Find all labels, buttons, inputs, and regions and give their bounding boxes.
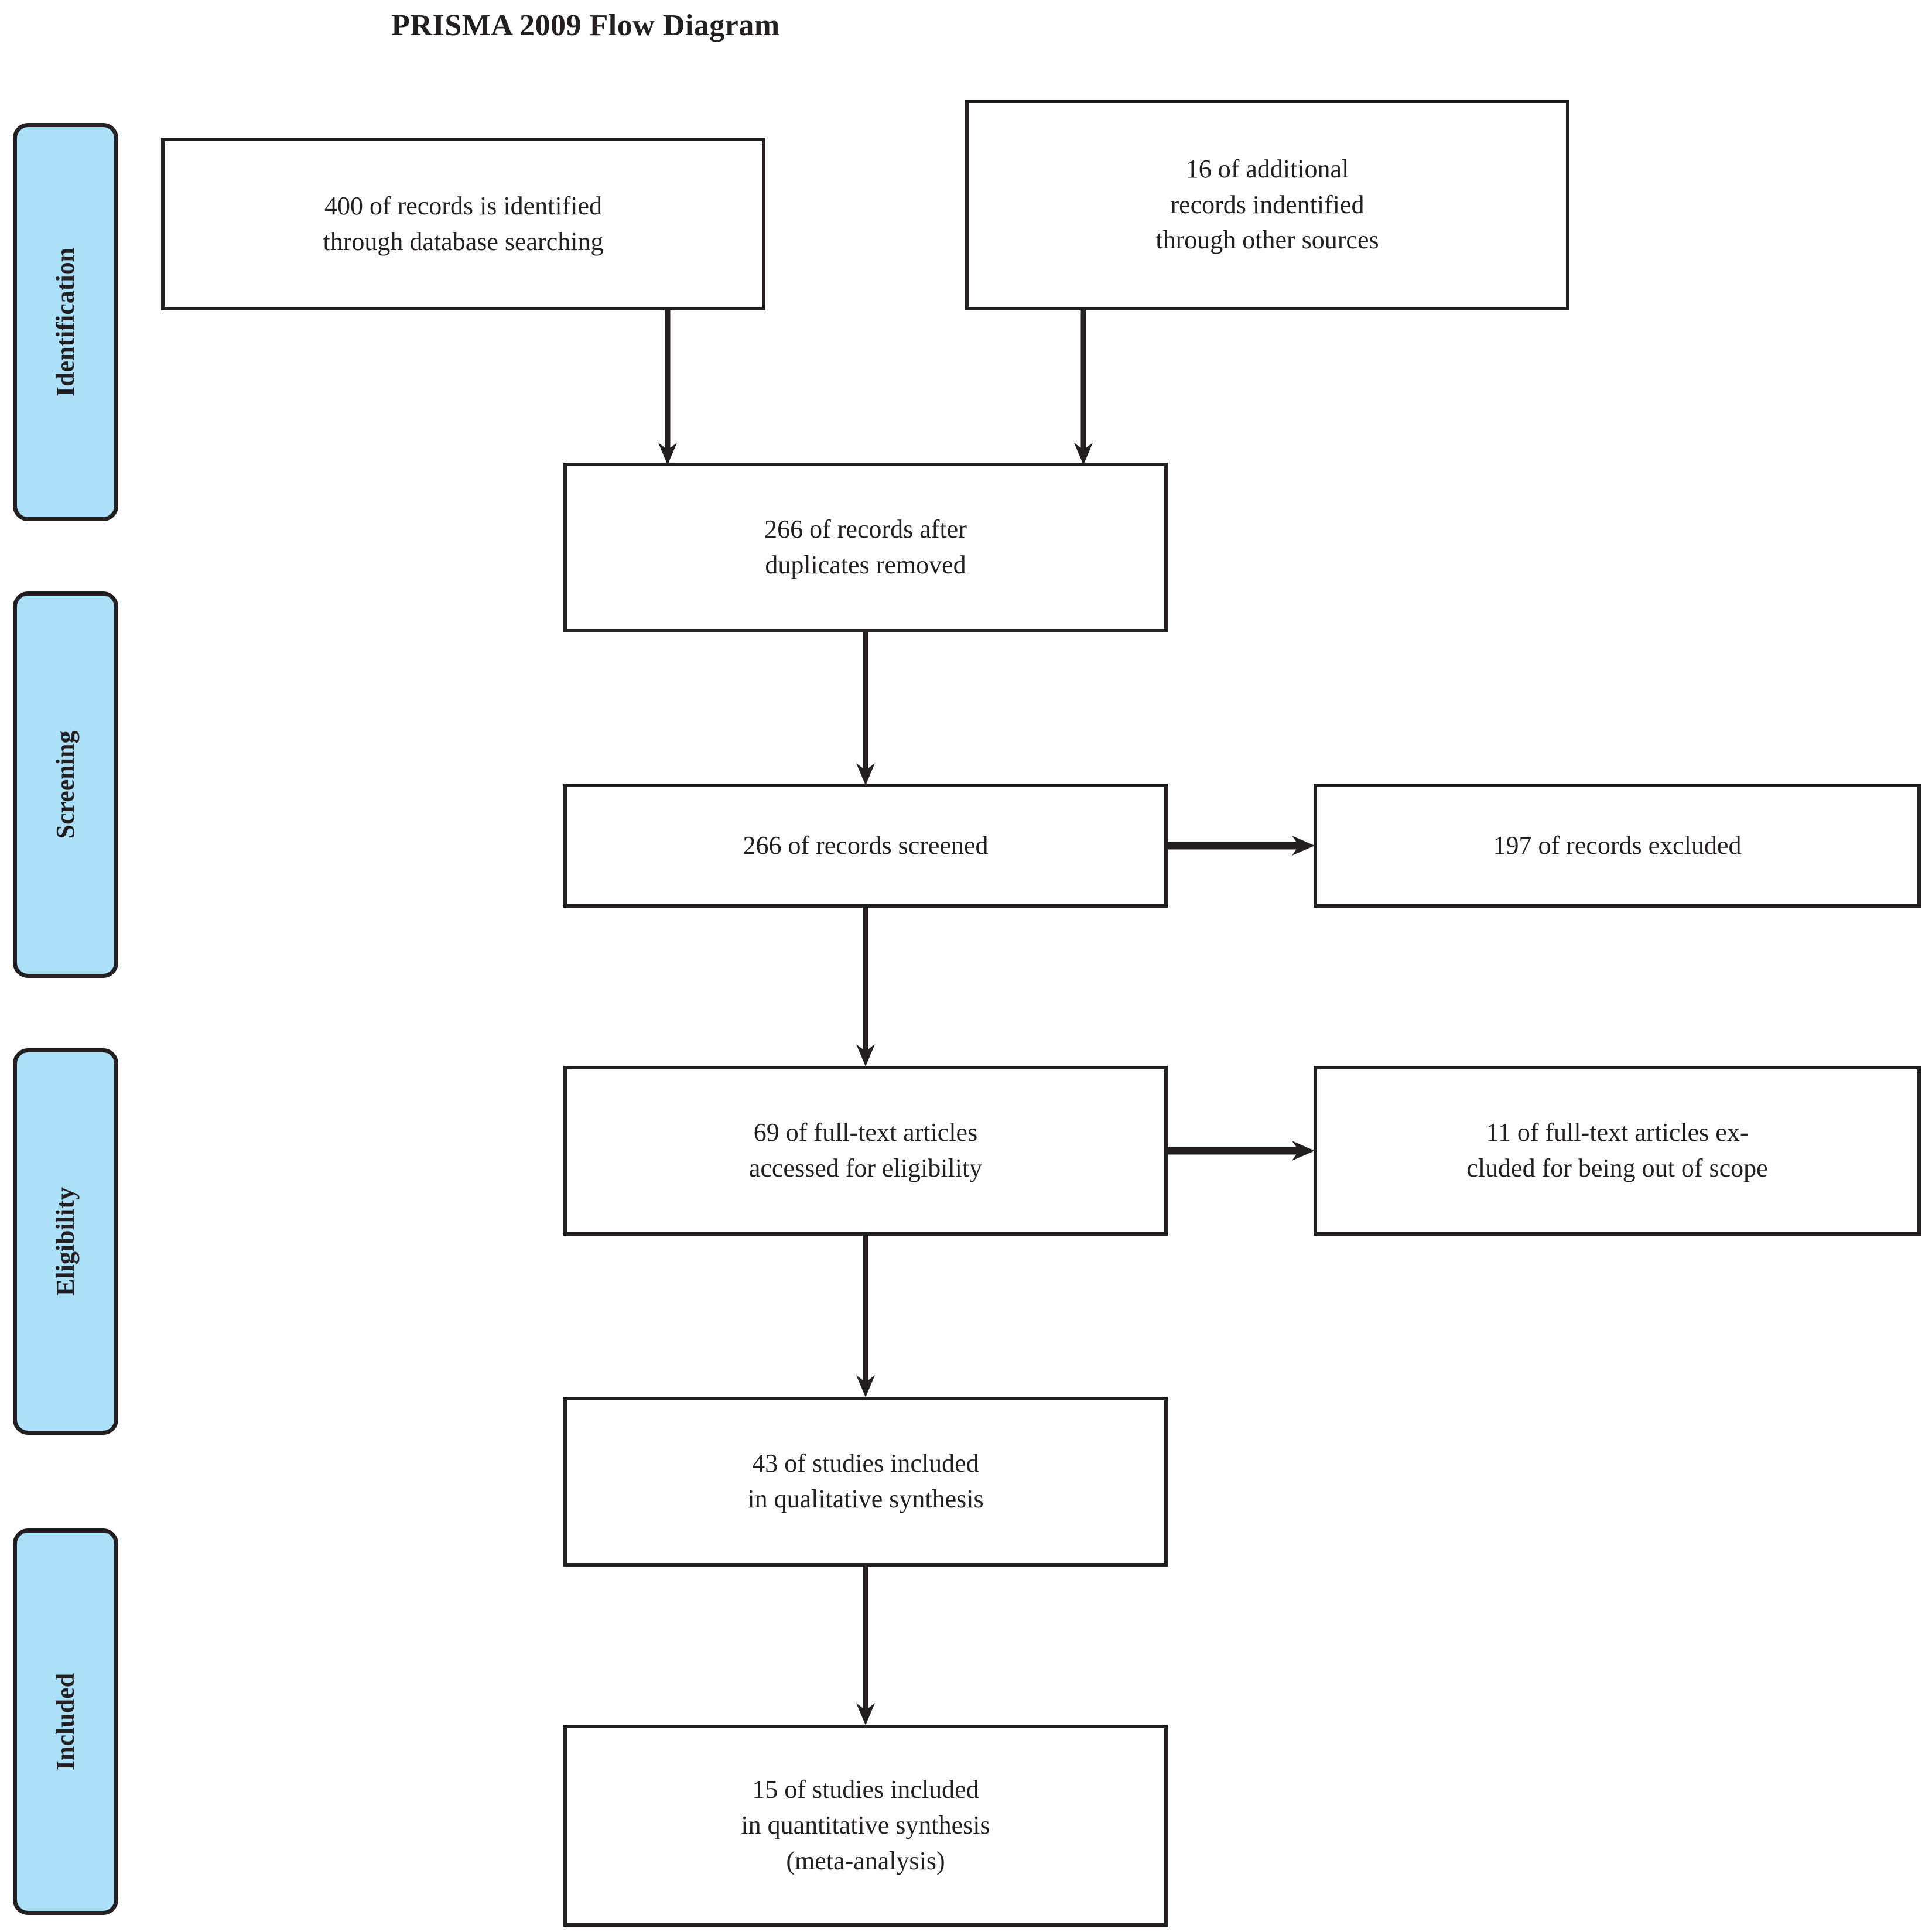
stage-label-eligibility: Eligibility xyxy=(51,1187,80,1296)
page-title: PRISMA 2009 Flow Diagram xyxy=(391,9,780,42)
stage-pill-included: Included xyxy=(13,1528,118,1915)
box-records-excluded: 197 of records excluded xyxy=(1314,784,1921,908)
box-quantitative-synthesis: 15 of studies included in quantitative s… xyxy=(563,1725,1168,1927)
arrow-qualitative-to-quantitative xyxy=(848,1565,883,1726)
box-duplicates-removed-text: 266 of records after duplicates removed xyxy=(764,515,967,579)
stage-pill-eligibility: Eligibility xyxy=(13,1048,118,1435)
stage-label-screening: Screening xyxy=(51,730,80,839)
stage-pill-identification: Identification xyxy=(13,123,118,521)
arrow-screened-to-fulltext xyxy=(848,907,883,1068)
box-duplicates-removed: 266 of records after duplicates removed xyxy=(563,463,1168,632)
box-database-records: 400 of records is identified through dat… xyxy=(161,138,765,310)
box-database-records-text: 400 of records is identified through dat… xyxy=(323,191,604,256)
arrow-other-to-duplicates xyxy=(1066,309,1101,466)
box-quantitative-synthesis-text: 15 of studies included in quantitative s… xyxy=(741,1775,990,1875)
box-qualitative-synthesis-text: 43 of studies included in qualitative sy… xyxy=(747,1449,984,1513)
box-records-screened: 266 of records screened xyxy=(563,784,1168,908)
arrow-screened-to-excluded xyxy=(1167,828,1316,863)
arrow-duplicates-to-screened xyxy=(848,631,883,787)
box-qualitative-synthesis: 43 of studies included in qualitative sy… xyxy=(563,1397,1168,1567)
box-fulltext-excluded: 11 of full-text articles ex- cluded for … xyxy=(1314,1066,1921,1236)
box-fulltext-assessed: 69 of full-text articles accessed for el… xyxy=(563,1066,1168,1236)
box-records-screened-text: 266 of records screened xyxy=(743,830,989,860)
box-other-records: 16 of additional records indentified thr… xyxy=(965,100,1569,310)
box-fulltext-excluded-text: 11 of full-text articles ex- cluded for … xyxy=(1466,1118,1768,1182)
box-fulltext-assessed-text: 69 of full-text articles accessed for el… xyxy=(748,1118,983,1182)
stage-label-included: Included xyxy=(51,1673,80,1771)
arrow-fulltext-to-qualitative xyxy=(848,1235,883,1398)
box-other-records-text: 16 of additional records indentified thr… xyxy=(1155,154,1379,255)
arrow-database-to-duplicates xyxy=(650,309,685,466)
stage-label-identification: Identification xyxy=(51,247,80,397)
stage-pill-screening: Screening xyxy=(13,591,118,978)
arrow-fulltext-to-excluded xyxy=(1167,1133,1316,1168)
box-records-excluded-text: 197 of records excluded xyxy=(1493,830,1742,860)
